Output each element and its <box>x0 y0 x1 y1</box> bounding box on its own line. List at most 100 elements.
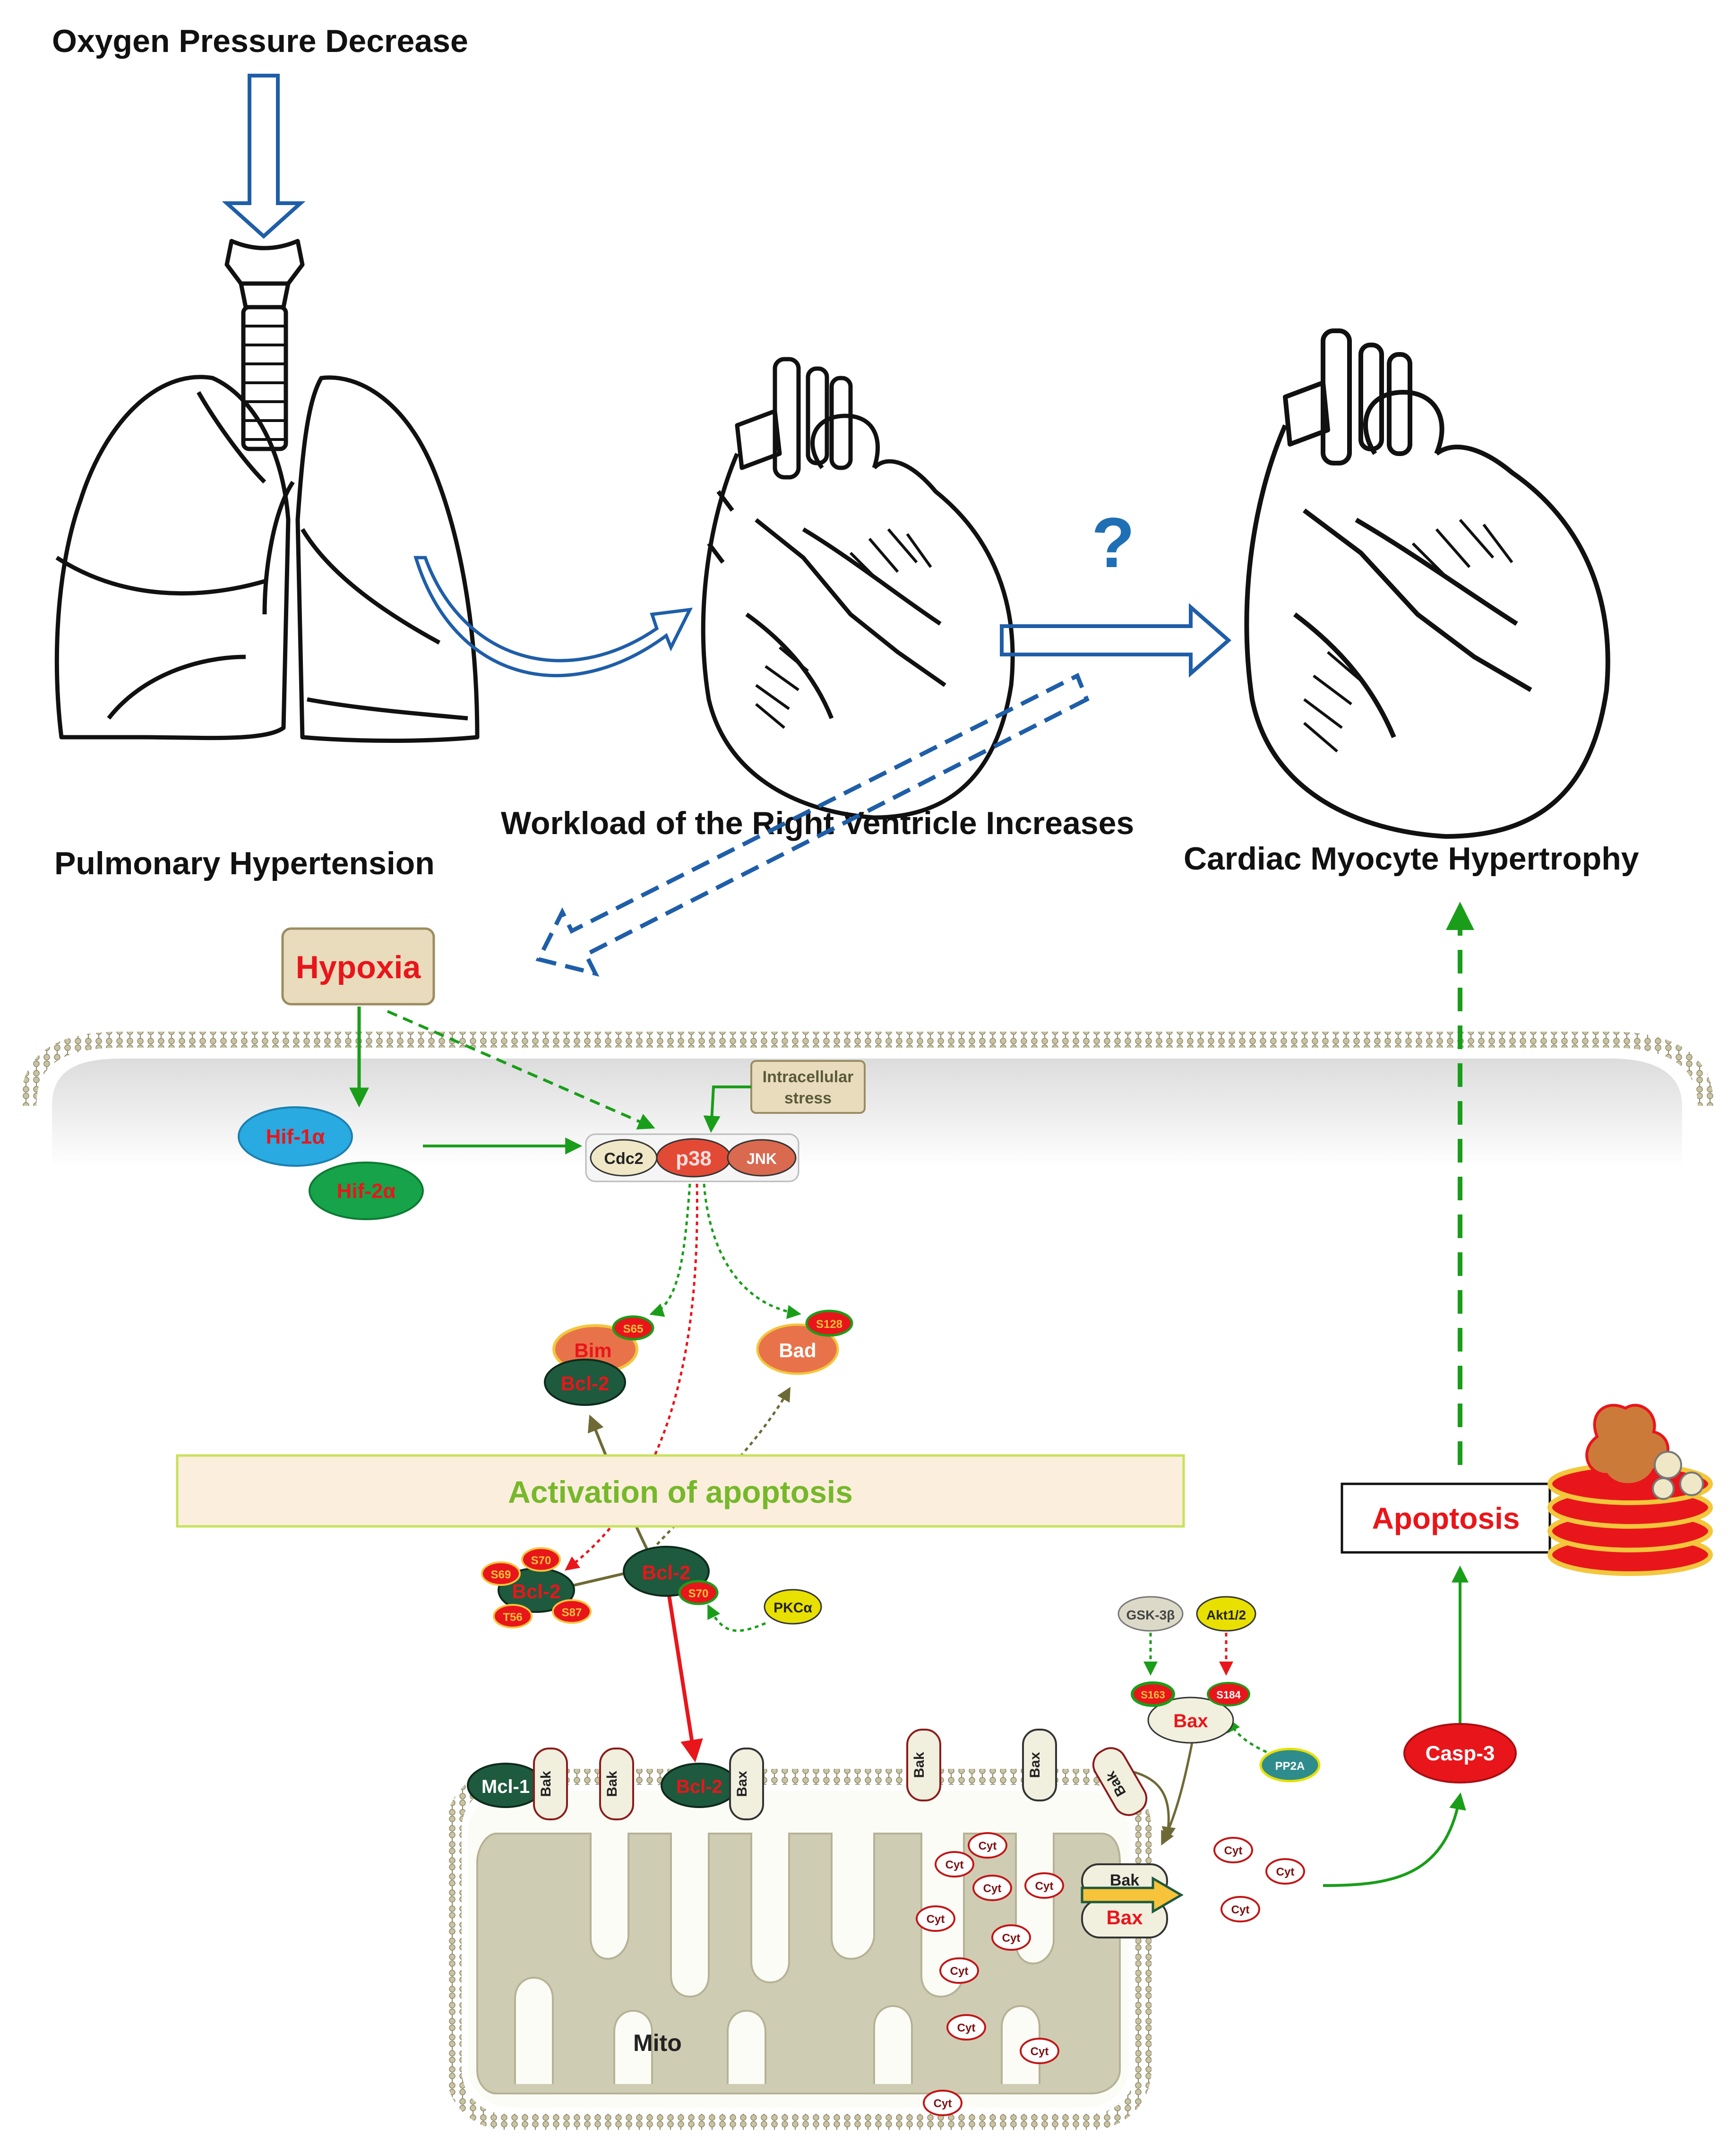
cytochrome-c-label: Cyt <box>927 1913 945 1926</box>
mito-membrane-proteins: Mcl-1 Bak Bak Bcl-2 Bax Bak Bax Bak <box>467 1729 1184 1938</box>
cytochrome-c-shape <box>916 1905 955 1932</box>
bax-label-2: Bax <box>1027 1752 1043 1778</box>
dashed-arrow-icon <box>535 672 1090 977</box>
casp3-label: Casp-3 <box>1426 1742 1495 1765</box>
bax-free-label: Bax <box>1173 1711 1208 1731</box>
akt-protein: Akt1/2 <box>1196 1596 1256 1632</box>
pp2a-protein: PP2A <box>1259 1748 1321 1783</box>
cytochrome-c-label: Cyt <box>1035 1880 1054 1893</box>
heart-icon <box>701 357 1015 820</box>
mito-label: Mito <box>633 2030 682 2056</box>
hif-1a: Hif-1α <box>238 1106 353 1167</box>
p38-label: p38 <box>676 1147 712 1170</box>
gsk3b-protein: GSK-3β <box>1117 1596 1184 1632</box>
bcl2-site-s87: S87 <box>562 1606 582 1619</box>
jnk-label: JNK <box>747 1150 777 1167</box>
stress-line1: Intracellular <box>763 1068 854 1086</box>
cytochrome-c-label: Cyt <box>945 1859 964 1871</box>
akt-label: Akt1/2 <box>1206 1608 1246 1622</box>
bax-free: Bax S163 S184 <box>1131 1681 1250 1744</box>
bcl2-mito-label: Bcl-2 <box>676 1776 722 1797</box>
bak-label-1: Bak <box>538 1771 554 1797</box>
pore-bax-label: Bax <box>1106 1906 1143 1929</box>
bcl2-phosphorylated: Bcl-2 S69 S70 T56 S87 <box>481 1547 592 1628</box>
pkca-protein: PKCα <box>764 1589 822 1625</box>
mitochondrion: Mito <box>446 1769 1152 2130</box>
cytochrome-c-shape <box>935 1851 974 1878</box>
cytochrome-c-shape <box>968 1832 1007 1859</box>
cytochrome-c-shape <box>972 1875 1012 1901</box>
stress-line2: stress <box>784 1089 832 1107</box>
bim-bcl2-label: Bcl-2 <box>561 1372 610 1395</box>
bim-label: Bim <box>574 1339 611 1361</box>
cytochrome-c-label: Cyt <box>979 1840 997 1852</box>
svg-text:Hif-2α: Hif-2α <box>337 1180 396 1203</box>
cytochrome-c-shape <box>1213 1837 1253 1863</box>
title-oxygen: Oxygen Pressure Decrease <box>52 23 468 59</box>
bax-site-right: S184 <box>1216 1689 1241 1701</box>
cytochrome-c-label: Cyt <box>957 2022 976 2034</box>
activation-box: Activation of apoptosis <box>176 1454 1185 1528</box>
bcl2-s70-label: S70 <box>688 1587 709 1600</box>
bad-protein: Bad S128 <box>756 1309 853 1375</box>
bak-label-3: Bak <box>911 1752 927 1778</box>
cytochrome-c-label: Cyt <box>1002 1932 1021 1945</box>
cytochrome-c-label: Cyt <box>950 1965 969 1978</box>
bax-site-left: S163 <box>1141 1689 1165 1701</box>
gsk3b-label: GSK-3β <box>1126 1608 1175 1622</box>
mcl1-label: Mcl-1 <box>481 1776 530 1797</box>
bcl2-site-t56: T56 <box>503 1611 522 1624</box>
hypoxia-box: Hypoxia <box>281 927 435 1006</box>
intracellular-stress-box: Intracellular stress <box>750 1060 866 1114</box>
cytochrome-c-label: Cyt <box>1031 2045 1049 2058</box>
bim-site-label: S65 <box>623 1323 644 1335</box>
question-mark: ? <box>1091 503 1135 582</box>
right-arrow-icon <box>1000 603 1232 678</box>
bcl2-site-s70: S70 <box>531 1554 551 1567</box>
pkca-label: PKCα <box>773 1600 812 1616</box>
activation-label: Activation of apoptosis <box>508 1474 853 1509</box>
cytochrome-c-shape <box>991 1924 1031 1951</box>
apoptosome-icon <box>1547 1404 1713 1576</box>
hif-2a: Hif-2α <box>309 1162 424 1220</box>
cytochrome-c-label: Cyt <box>934 2097 952 2110</box>
bax-label-1: Bax <box>734 1771 750 1797</box>
hypoxia-label: Hypoxia <box>296 949 421 985</box>
cdc2-label: Cdc2 <box>604 1150 643 1168</box>
bcl2-phos-label: Bcl-2 <box>512 1580 561 1602</box>
apoptosis-box: Apoptosis <box>1341 1482 1551 1554</box>
caspase-arrows <box>1323 902 1474 1887</box>
signal-arrows <box>349 1007 801 1763</box>
cell-membrane <box>20 1032 1714 1167</box>
cytochrome-c-shape <box>946 2014 986 2041</box>
cytochrome-c-label: Cyt <box>1224 1844 1243 1857</box>
bim-bcl2-complex: Bim S65 Bcl-2 <box>544 1315 654 1406</box>
lungs-icon <box>54 239 480 743</box>
bcl2-central-label: Bcl-2 <box>642 1561 691 1584</box>
casp3-protein: Casp-3 <box>1403 1723 1517 1783</box>
bcl2-central: Bcl-2 S70 <box>623 1546 719 1605</box>
mapk-complex: Cdc2 p38 JNK <box>585 1133 799 1182</box>
bak-bax-pore: Bak Bax <box>1081 1863 1184 1938</box>
cytochrome-c-label: Cyt <box>983 1882 1002 1895</box>
curved-arrow-icon <box>413 556 693 677</box>
pp2a-label: PP2A <box>1275 1760 1305 1773</box>
cytochrome-c-shape <box>939 1957 979 1984</box>
bad-site-label: S128 <box>816 1318 842 1331</box>
svg-text:Hif-1α: Hif-1α <box>266 1125 325 1148</box>
pore-bak-label: Bak <box>1110 1871 1139 1889</box>
apoptosis-label: Apoptosis <box>1372 1501 1520 1535</box>
title-pulmonary: Pulmonary Hypertension <box>54 845 435 881</box>
cytochrome-c-label: Cyt <box>1231 1903 1250 1916</box>
cytochrome-c-shape <box>1020 2038 1059 2064</box>
bad-label: Bad <box>779 1339 816 1361</box>
cytochrome-c-label: Cyt <box>1276 1866 1295 1878</box>
cytochrome-c-shape <box>1265 1858 1305 1885</box>
down-arrow-icon <box>222 74 306 239</box>
bak-label-2: Bak <box>604 1771 620 1797</box>
title-hypertrophy: Cardiac Myocyte Hypertrophy <box>1184 841 1639 877</box>
cytochrome-c-shape <box>1024 1872 1064 1899</box>
hypertrophic-heart-icon <box>1244 328 1610 839</box>
